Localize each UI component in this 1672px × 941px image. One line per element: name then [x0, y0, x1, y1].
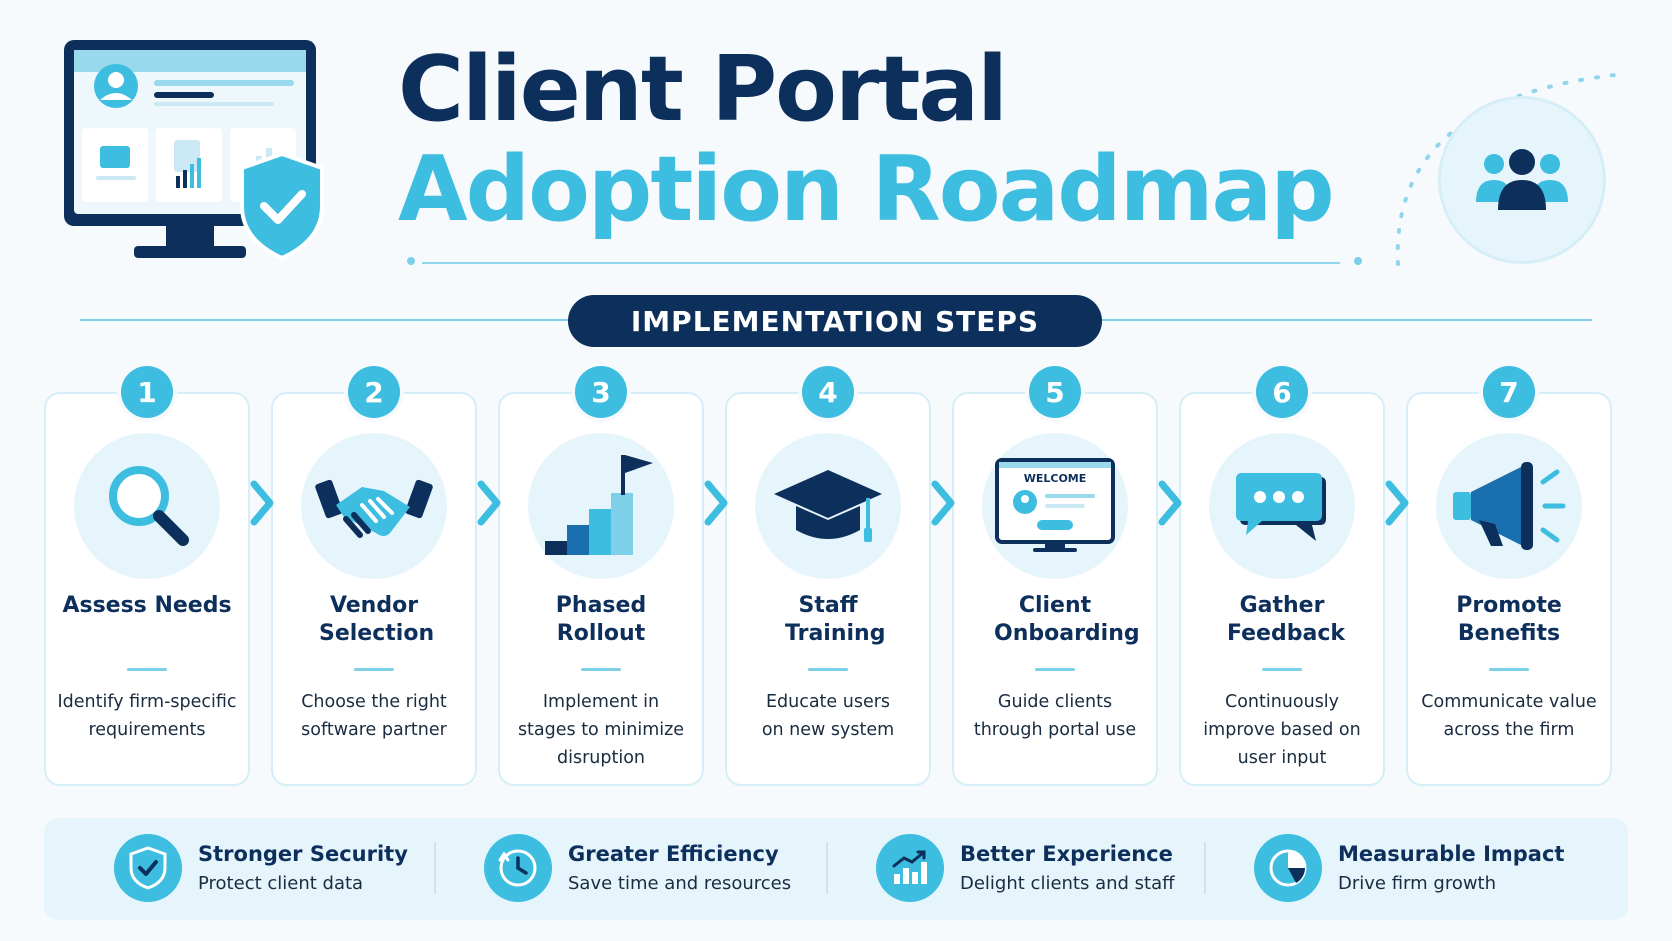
- benefit-icon-circle: [1254, 834, 1322, 902]
- benefit-title: Better Experience: [960, 842, 1173, 866]
- page-title-line-1: Client Portal: [398, 37, 1008, 142]
- chevron-right-icon: [250, 480, 274, 526]
- benefit-icon-circle: [876, 834, 944, 902]
- chevron-right-icon: [1158, 480, 1182, 526]
- handshake-icon: [315, 479, 433, 538]
- benefit-title: Stronger Security: [198, 842, 408, 866]
- benefit-icon-circle: [484, 834, 552, 902]
- step-icon-circle: [528, 433, 674, 579]
- benefit-description: Drive firm growth: [1338, 873, 1497, 894]
- step-title: Phased Rollout: [555, 593, 647, 646]
- step-icon-circle: [1209, 433, 1355, 579]
- users-group-icon: [1476, 149, 1568, 210]
- clock-icon: [498, 849, 537, 887]
- benefit-description: Save time and resources: [568, 873, 792, 894]
- benefit-title: Measurable Impact: [1338, 842, 1565, 866]
- step-card-1: [44, 392, 250, 786]
- magnifier-icon: [109, 466, 189, 546]
- step-number-badge: 6: [1256, 366, 1308, 418]
- title-rule-dot-right: [1354, 257, 1362, 265]
- benefit-icon-circle: [114, 834, 182, 902]
- pie-chart-icon: [1269, 849, 1307, 887]
- step-title: Assess Needs: [62, 593, 232, 618]
- chevron-right-icon: [477, 480, 501, 526]
- benefit-separator: [1204, 842, 1206, 894]
- benefit-separator: [826, 842, 828, 894]
- title-rule-dot-left: [407, 257, 415, 265]
- step-icon-circle: WELCOME: [982, 433, 1128, 579]
- portal-monitor-illustration: [64, 40, 324, 261]
- step-description: Continuously improve based on user input: [1203, 692, 1361, 768]
- step-number-badge: 4: [802, 366, 854, 418]
- step-icon-circle: [74, 433, 220, 579]
- step-description: Guide clients through portal use: [973, 692, 1137, 740]
- step-title: Gather Feedback: [1227, 593, 1345, 646]
- step-icon-circle: [1436, 433, 1582, 579]
- graduation-cap-icon: [774, 470, 882, 542]
- step-divider: [1262, 668, 1302, 671]
- step-icon-circle: [301, 433, 447, 579]
- step-divider: [354, 668, 394, 671]
- step-title: Promote Benefits: [1456, 593, 1562, 646]
- implementation-steps-banner: IMPLEMENTATION STEPS: [568, 295, 1102, 347]
- benefits-bar: [44, 818, 1628, 920]
- step-divider: [127, 668, 167, 671]
- chat-bubble-icon: [1236, 473, 1326, 541]
- welcome-screen-icon: WELCOME: [995, 458, 1115, 552]
- megaphone-icon: [1453, 462, 1566, 550]
- step-title: Client Onboarding: [994, 593, 1140, 646]
- step-description: Choose the right software partner: [301, 692, 447, 740]
- step-description: Identify firm-specific requirements: [57, 692, 237, 740]
- step-number-badge: 1: [121, 366, 173, 418]
- welcome-label: WELCOME: [1024, 472, 1087, 485]
- step-description: Educate users on new system: [761, 692, 895, 740]
- step-title: Vendor Selection: [319, 593, 435, 646]
- page-title-line-2: Adoption Roadmap: [398, 137, 1335, 242]
- benefit-description: Protect client data: [198, 873, 364, 894]
- step-number-badge: 7: [1483, 366, 1535, 418]
- step-title: Staff Training: [785, 593, 886, 646]
- chevron-right-icon: [931, 480, 955, 526]
- step-number-badge: 5: [1029, 366, 1081, 418]
- step-divider: [581, 668, 621, 671]
- benefit-separator: [434, 842, 436, 894]
- growth-chart-icon: [892, 850, 927, 884]
- step-icon-circle: [755, 433, 901, 579]
- step-description: Communicate value across the firm: [1421, 692, 1597, 740]
- step-divider: [1489, 668, 1529, 671]
- step-number-badge: 3: [575, 366, 627, 418]
- benefit-description: Delight clients and staff: [960, 873, 1175, 894]
- step-divider: [1035, 668, 1075, 671]
- benefit-title: Greater Efficiency: [568, 842, 779, 866]
- step-divider: [808, 668, 848, 671]
- stairs-flag-icon: [545, 455, 653, 555]
- chevron-right-icon: [1385, 480, 1409, 526]
- shield-check-icon: [129, 846, 167, 890]
- title-underline: [422, 262, 1340, 264]
- chevron-right-icon: [704, 480, 728, 526]
- step-number-badge: 2: [348, 366, 400, 418]
- step-description: Implement in stages to minimize disrupti…: [517, 692, 685, 768]
